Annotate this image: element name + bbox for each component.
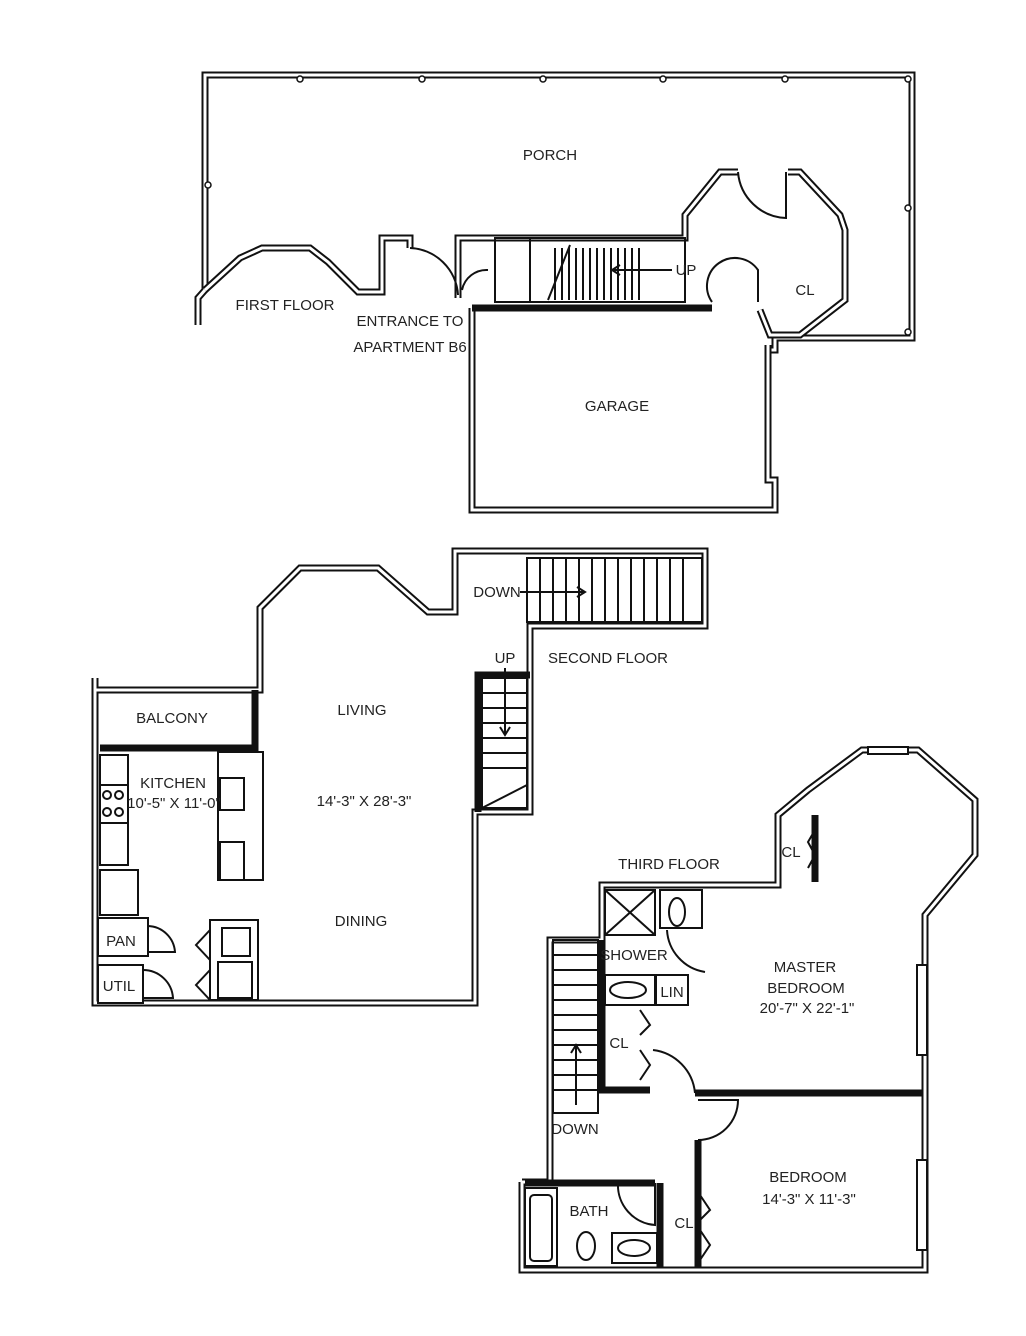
bath-fixtures [524, 1187, 658, 1267]
sink-icon [617, 1239, 651, 1257]
bedroom-closet-label: CL [674, 1215, 693, 1232]
third-floor-plan: CL THIRD FLOOR SHOWER LIN MASTER BEDROOM… [518, 746, 979, 1274]
dining-label: DINING [335, 913, 388, 930]
master-bedroom-label-line2: BEDROOM [767, 980, 845, 997]
living-size: 14'-3" X 28'-3" [317, 793, 412, 810]
third-floor-stair [552, 939, 599, 1114]
master-closet-label: CL [781, 844, 800, 861]
garage-outline [468, 304, 779, 514]
stove-icon [99, 784, 129, 824]
shower-label: SHOWER [600, 947, 668, 964]
porch-posts [204, 75, 912, 336]
garage-label: GARAGE [585, 398, 649, 415]
master-bedroom-size: 20'-7" X 22'-1" [760, 1000, 855, 1017]
bath-label: BATH [570, 1203, 609, 1220]
kitchen-fixtures [99, 751, 264, 916]
sink-icon [609, 981, 647, 999]
third-floor-down-label: DOWN [551, 1121, 599, 1138]
stair-arrow-icon [570, 1043, 582, 1105]
second-floor-up-stair [481, 668, 528, 809]
stair-arrow-icon [610, 264, 672, 276]
refrigerator-icon [99, 869, 139, 916]
hall-closet-label: CL [609, 1035, 628, 1052]
bay-windows [867, 746, 928, 1251]
living-label: LIVING [337, 702, 386, 719]
pantry-label: PAN [106, 933, 136, 950]
toilet-icon [576, 1231, 596, 1261]
linen-label: LIN [660, 984, 683, 1001]
master-bedroom-label-line1: MASTER [774, 959, 837, 976]
kitchen-label: KITCHEN [140, 775, 206, 792]
second-floor-plan: DOWN UP SECOND FLOOR BALCONY LIVING KITC… [91, 547, 709, 1007]
closet-doors [616, 829, 817, 1261]
third-floor-title: THIRD FLOOR [618, 856, 720, 873]
first-floor-stair-up-label: UP [676, 262, 697, 279]
toilet-icon [668, 897, 686, 927]
second-floor-top-stair [520, 557, 703, 623]
first-floor-front-wall [202, 168, 849, 339]
stair-arrow-icon [499, 668, 511, 737]
bedroom-size: 14'-3" X 11'-3" [762, 1191, 856, 1208]
washer-icon [221, 927, 251, 957]
entrance-label-line1: ENTRANCE TO [357, 313, 464, 330]
dryer-icon [217, 961, 253, 999]
sink-icon [219, 777, 245, 811]
second-floor-up-label: UP [495, 650, 516, 667]
entrance-label-line2: APARTMENT B6 [353, 339, 466, 356]
porch-label: PORCH [523, 147, 577, 164]
pantry-util [97, 917, 259, 1004]
third-floor-outline [518, 746, 979, 1274]
first-floor-stair [547, 244, 672, 301]
stair-arrow-icon [520, 586, 587, 598]
first-floor-plan: PORCH FIRST FLOOR ENTRANCE TO APARTMENT … [194, 71, 916, 514]
second-floor-down-label: DOWN [473, 584, 521, 601]
first-floor-closet-label: CL [795, 282, 814, 299]
master-bath-fixtures [604, 889, 706, 1006]
balcony-label: BALCONY [136, 710, 208, 727]
second-floor-title: SECOND FLOOR [548, 650, 668, 667]
kitchen-size: 10'-5" X 11'-0" [127, 795, 221, 812]
porch-outline [194, 71, 916, 354]
bedroom-label: BEDROOM [769, 1169, 847, 1186]
first-floor-title: FIRST FLOOR [236, 297, 335, 314]
utility-label: UTIL [103, 978, 136, 995]
